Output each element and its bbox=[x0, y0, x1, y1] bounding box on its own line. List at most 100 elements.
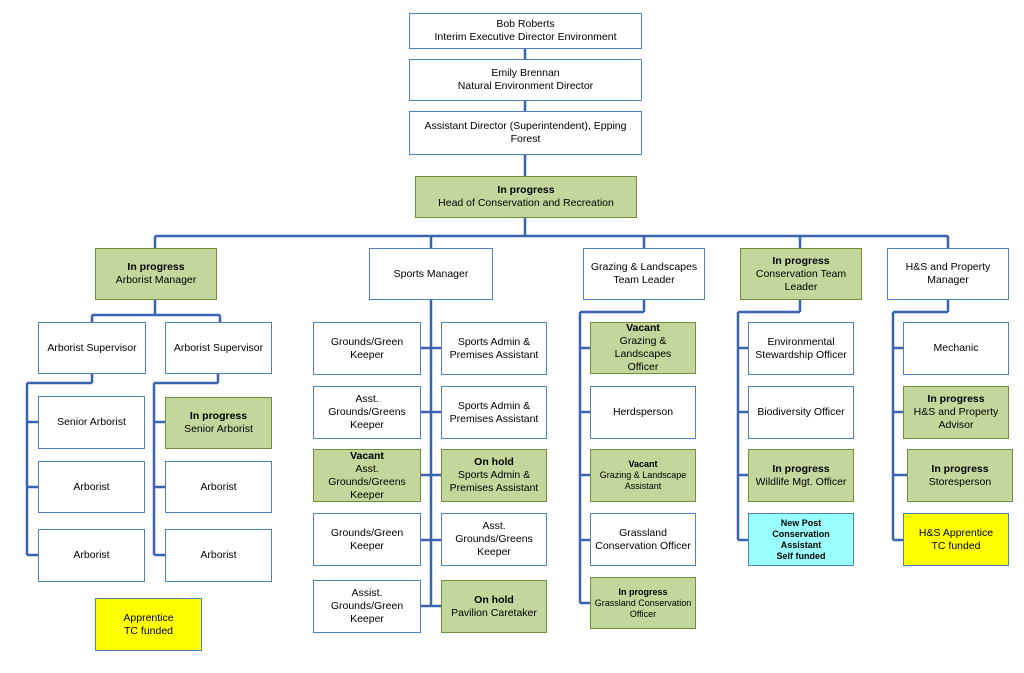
node-arborist-3: Arborist bbox=[165, 461, 272, 513]
node-role: H&S and Property bbox=[913, 406, 999, 418]
node-role: Grazing & Landscape bbox=[599, 470, 687, 480]
node-biodiversity-officer: Biodiversity Officer bbox=[748, 386, 854, 439]
node-assistant-director: Assistant Director (Superintendent), Epp… bbox=[409, 111, 642, 155]
node-role-2: Keeper bbox=[477, 546, 511, 558]
node-hs-property-manager: H&S and Property Manager bbox=[887, 248, 1009, 300]
node-environmental-stewardship: Environmental Stewardship Officer bbox=[748, 322, 854, 375]
node-role: Pavilion Caretaker bbox=[451, 606, 537, 619]
node-role: Grazing & Landscapes bbox=[590, 261, 698, 273]
node-role-2: Keeper bbox=[350, 488, 384, 501]
node-status: In progress bbox=[127, 261, 185, 273]
node-sports-admin-on-hold: On hold Sports Admin & Premises Assistan… bbox=[441, 449, 547, 502]
node-role: Asst. Grounds/Greens bbox=[328, 462, 406, 488]
node-asst-grounds-keeper-1: Asst. Grounds/Greens Keeper bbox=[313, 386, 421, 439]
node-role: Grassland Conservation bbox=[594, 597, 692, 608]
node-role: Interim Executive Director Environment bbox=[434, 31, 617, 43]
node-role: Mechanic bbox=[933, 342, 979, 354]
node-role-2: Premises Assistant bbox=[449, 482, 539, 494]
node-bob-roberts: Bob Roberts Interim Executive Director E… bbox=[409, 13, 642, 49]
node-herdsperson: Herdsperson bbox=[590, 386, 696, 439]
node-role: Arborist bbox=[200, 549, 237, 561]
node-grazing-officer: Vacant Grazing & Landscapes Officer bbox=[590, 322, 696, 374]
node-role: Grounds/Green bbox=[330, 526, 404, 539]
node-arborist-supervisor-2: Arborist Supervisor bbox=[165, 322, 272, 374]
node-role-2: Assistant bbox=[624, 481, 662, 491]
node-status: In progress bbox=[497, 184, 555, 196]
node-grounds-keeper-1: Grounds/Green Keeper bbox=[313, 322, 421, 375]
node-hs-apprentice: H&S Apprentice TC funded bbox=[903, 513, 1009, 566]
node-asst-grounds-keeper-vacant: Vacant Asst. Grounds/Greens Keeper bbox=[313, 449, 421, 502]
node-name: Emily Brennan bbox=[491, 67, 560, 79]
node-role-2: Keeper bbox=[350, 539, 384, 552]
node-pavilion-caretaker: On hold Pavilion Caretaker bbox=[441, 580, 547, 633]
node-funding: TC funded bbox=[931, 539, 981, 552]
node-senior-arborist-in-progress: In progress Senior Arborist bbox=[165, 397, 272, 449]
node-asst-grounds-keeper-3: Asst. Grounds/Greens Keeper bbox=[441, 513, 547, 566]
node-status: New Post bbox=[780, 517, 822, 528]
node-role-2: Officer bbox=[627, 361, 659, 373]
node-role: Grassland bbox=[619, 526, 667, 539]
node-emily-brennan: Emily Brennan Natural Environment Direct… bbox=[409, 59, 642, 101]
node-funding: TC funded bbox=[123, 624, 174, 637]
node-status: In progress bbox=[931, 462, 989, 475]
node-status: On hold bbox=[474, 593, 514, 606]
node-grounds-keeper-2: Grounds/Green Keeper bbox=[313, 513, 421, 566]
node-role: Storesperson bbox=[928, 475, 992, 488]
node-role: Sports Manager bbox=[393, 267, 469, 280]
node-role-2: Team Leader bbox=[613, 274, 675, 286]
node-apprentice: Apprentice TC funded bbox=[95, 598, 202, 651]
node-arborist-4: Arborist bbox=[165, 529, 272, 582]
node-grassland-officer: Grassland Conservation Officer bbox=[590, 513, 696, 566]
node-status: In progress bbox=[772, 462, 830, 475]
node-role: Conservation Assistant bbox=[772, 528, 830, 550]
node-role: Arborist Supervisor bbox=[47, 341, 137, 354]
node-status: In progress bbox=[189, 410, 248, 422]
node-role: Senior Arborist bbox=[57, 416, 126, 428]
node-hs-advisor: In progress H&S and Property Advisor bbox=[903, 386, 1009, 439]
node-role: Biodiversity Officer bbox=[757, 406, 845, 418]
node-role: Grounds/Green bbox=[330, 335, 404, 348]
node-role: Asst. Grounds/Greens bbox=[328, 393, 406, 418]
node-role: Arborist Supervisor bbox=[173, 341, 264, 354]
node-role: Assist. Grounds/Green bbox=[330, 587, 404, 612]
node-arborist-supervisor-1: Arborist Supervisor bbox=[38, 322, 146, 374]
node-role: Wildlife Mgt. Officer bbox=[755, 475, 847, 488]
node-role-2: Premises Assistant bbox=[449, 348, 539, 361]
node-funding: Self funded bbox=[776, 550, 826, 561]
node-role: Sports Admin & bbox=[457, 469, 531, 481]
node-role-2: Officer bbox=[629, 608, 657, 619]
node-mechanic: Mechanic bbox=[903, 322, 1009, 375]
node-role: Arborist Manager bbox=[115, 274, 197, 286]
node-role-2: Keeper bbox=[350, 419, 384, 431]
node-role: Arborist bbox=[73, 549, 110, 561]
node-role-2: Premises Assistant bbox=[449, 412, 539, 425]
node-role: Herdsperson bbox=[612, 406, 674, 418]
node-arborist-manager: In progress Arborist Manager bbox=[95, 248, 217, 300]
node-role-2: Keeper bbox=[350, 348, 384, 361]
node-status: Vacant bbox=[628, 459, 658, 469]
node-sports-admin-2: Sports Admin & Premises Assistant bbox=[441, 386, 547, 439]
node-role: Environmental bbox=[767, 335, 835, 348]
node-role: Apprentice bbox=[123, 611, 174, 624]
node-arborist-1: Arborist bbox=[38, 461, 145, 513]
node-arborist-2: Arborist bbox=[38, 529, 145, 582]
node-head-conservation: In progress Head of Conservation and Rec… bbox=[415, 176, 637, 218]
node-role: Senior Arborist bbox=[184, 423, 253, 435]
node-name: Bob Roberts bbox=[496, 18, 555, 30]
node-storesperson: In progress Storesperson bbox=[907, 449, 1013, 502]
node-status: Vacant bbox=[350, 449, 384, 462]
node-role: Arborist bbox=[73, 480, 110, 493]
node-role: Sports Admin & bbox=[457, 399, 531, 412]
node-role-2: Conservation Officer bbox=[595, 539, 691, 552]
node-grassland-officer-in-progress: In progress Grassland Conservation Offic… bbox=[590, 577, 696, 629]
node-role: Arborist bbox=[200, 480, 237, 493]
node-role-2: Stewardship Officer bbox=[755, 348, 847, 361]
node-grazing-team-leader: Grazing & Landscapes Team Leader bbox=[583, 248, 705, 300]
node-status: On hold bbox=[474, 456, 514, 468]
node-status: In progress bbox=[618, 586, 668, 597]
node-role: Conservation Team Leader bbox=[755, 267, 847, 293]
node-role: Head of Conservation and Recreation bbox=[438, 197, 614, 209]
node-new-post: New Post Conservation Assistant Self fun… bbox=[748, 513, 854, 566]
node-role: H&S Apprentice bbox=[918, 526, 994, 539]
